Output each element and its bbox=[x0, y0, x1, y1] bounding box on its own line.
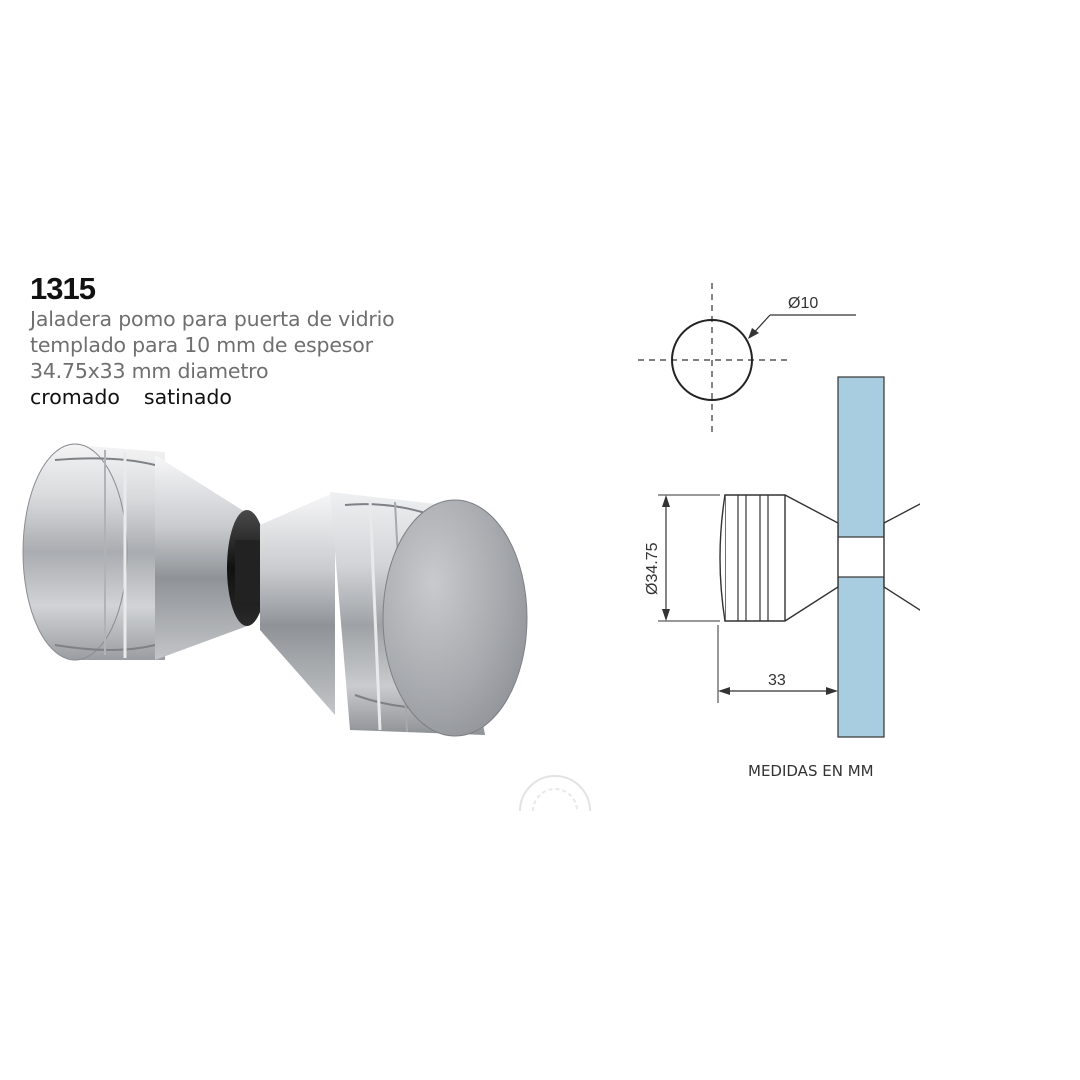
product-description-line-3: 34.75x33 mm diametro bbox=[30, 359, 269, 383]
product-description-line-1: Jaladera pomo para puerta de vidrio bbox=[30, 307, 395, 331]
watermark-logo bbox=[519, 775, 591, 812]
finish-satin: satinado bbox=[143, 385, 232, 409]
hole-circle bbox=[671, 319, 753, 401]
units-note: MEDIDAS EN MM bbox=[748, 762, 874, 780]
knob-diameter-label: Ø34.75 bbox=[644, 542, 661, 595]
product-code: 1315 bbox=[30, 271, 96, 306]
finish-options: cromado satinado bbox=[30, 384, 394, 410]
product-info: 1315 Jaladera pomo para puerta de vidrio… bbox=[30, 271, 395, 410]
hole-diameter-label: Ø10 bbox=[788, 295, 818, 312]
technical-drawing: Ø10 Ø34.75 33 bbox=[638, 283, 920, 738]
product-description-line-2: templado para 10 mm de espesor bbox=[30, 333, 373, 357]
knob-photo bbox=[22, 443, 528, 737]
knob-length-label: 33 bbox=[768, 672, 786, 689]
finish-chrome: cromado bbox=[30, 385, 120, 409]
